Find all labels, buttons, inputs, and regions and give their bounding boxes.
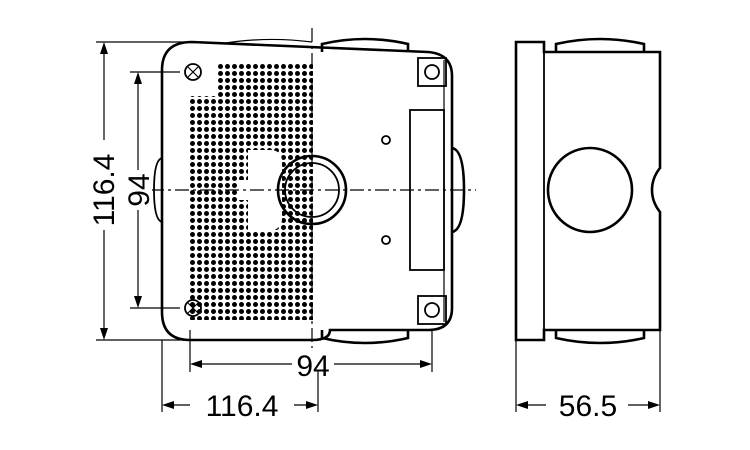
cover-screw-top bbox=[184, 63, 202, 81]
inner-height-label: 94 bbox=[123, 173, 156, 206]
dimension-inner-height: 94 bbox=[123, 71, 180, 309]
mounting-boss-top bbox=[417, 57, 447, 87]
cover-screw-bottom bbox=[184, 299, 202, 317]
overall-height-label: 116.4 bbox=[88, 154, 121, 227]
screw-hole-lower bbox=[381, 235, 391, 245]
inner-width-label: 94 bbox=[296, 350, 329, 383]
screw-hole-upper bbox=[381, 135, 391, 145]
dimension-overall-width: 116.4 bbox=[161, 340, 319, 423]
side-bottom-knockout bbox=[554, 330, 646, 345]
side-outline bbox=[514, 40, 662, 342]
overall-width-label: 116.4 bbox=[206, 390, 279, 423]
dimension-overall-height: 116.4 bbox=[88, 41, 190, 341]
mounting-boss-bottom bbox=[417, 295, 447, 325]
bottom-knockout bbox=[320, 330, 410, 345]
top-knockout bbox=[320, 37, 410, 52]
side-top-knockout bbox=[554, 37, 646, 52]
dimension-depth: 56.5 bbox=[515, 330, 661, 423]
cover-perforation bbox=[190, 64, 313, 320]
side-knockout bbox=[546, 146, 634, 234]
side-view bbox=[514, 37, 662, 345]
box-outline bbox=[160, 40, 454, 342]
front-view bbox=[150, 28, 476, 350]
depth-label: 56.5 bbox=[559, 390, 617, 423]
dimension-inner-width: 94 bbox=[189, 330, 433, 383]
